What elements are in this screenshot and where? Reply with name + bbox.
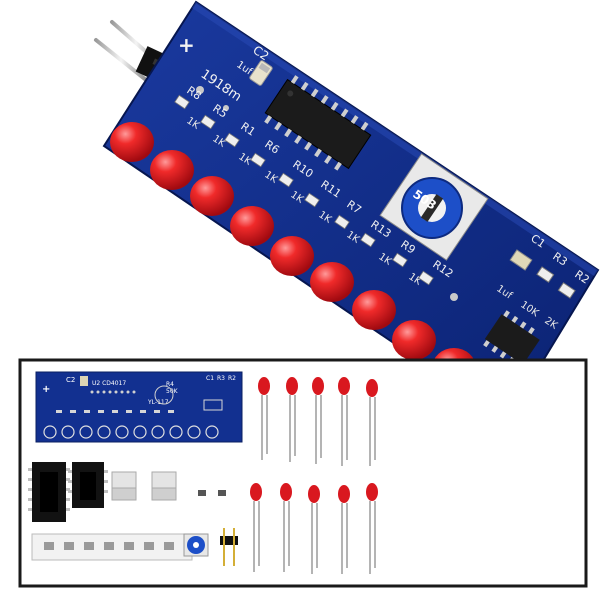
svg-text:+: +	[42, 384, 50, 395]
led	[312, 377, 324, 464]
ic-socket-16	[28, 462, 70, 522]
led	[366, 483, 378, 574]
capacitor-c1	[509, 249, 533, 271]
svg-text:C1: C1	[206, 375, 214, 382]
loose-leds-top	[258, 377, 378, 466]
led	[270, 236, 314, 276]
svg-text:YL-117: YL-117	[147, 399, 169, 406]
smd-resistors	[174, 94, 434, 286]
led	[110, 122, 154, 162]
kit-capacitors	[111, 471, 226, 501]
led	[150, 150, 194, 190]
kit-potentiometer	[183, 533, 209, 557]
loose-leds-bottom	[250, 483, 378, 574]
kit-header	[220, 528, 238, 566]
kit-pcb: C2 U2 CD4017 + R4 50K YL-117 C1 R3 R2	[35, 371, 243, 443]
led	[310, 262, 354, 302]
led	[308, 485, 320, 574]
mount-hole	[450, 293, 458, 301]
assembled-board: + 1918m C2 1uf R8 R5	[94, 0, 600, 422]
mount-hole	[196, 86, 204, 94]
led	[286, 377, 298, 462]
svg-text:C2: C2	[66, 376, 75, 384]
resistor-strip	[31, 533, 193, 561]
svg-text:R2: R2	[228, 375, 236, 382]
led	[250, 483, 262, 572]
led	[392, 320, 436, 360]
led	[230, 206, 274, 246]
svg-text:U2 CD4017: U2 CD4017	[92, 380, 126, 387]
plus-mark: +	[178, 33, 195, 57]
led	[338, 485, 350, 574]
svg-text:R4: R4	[166, 381, 174, 388]
led	[190, 176, 234, 216]
kit-inset: C2 U2 CD4017 + R4 50K YL-117 C1 R3 R2	[18, 358, 588, 588]
led	[280, 483, 292, 572]
led	[366, 379, 378, 466]
led	[352, 290, 396, 330]
led	[338, 377, 350, 466]
led	[258, 377, 270, 460]
ic-socket-8	[68, 462, 108, 508]
ic-chip	[264, 75, 372, 171]
svg-text:R3: R3	[217, 375, 225, 382]
potentiometer: 503	[379, 153, 489, 261]
